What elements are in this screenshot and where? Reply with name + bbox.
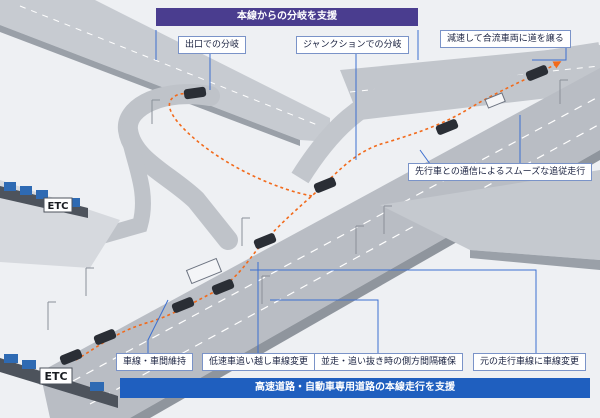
toll-gate-upper: ETC (0, 182, 88, 218)
vehicle-trajectory (75, 61, 562, 361)
overtaking-lane-change-label: 低速車追い越し車線変更 (202, 353, 316, 371)
junction-ramp (291, 42, 600, 184)
return-lane-change-label: 元の走行車線に車線変更 (473, 353, 587, 371)
exit-branch-label: 出口での分岐 (178, 36, 247, 54)
etc-sign-lower: ETC (44, 370, 67, 383)
toll-gate-lower: ETC (0, 354, 118, 408)
lane-keeping-label: 車線・車間維持 (116, 353, 194, 371)
right-merge-road (380, 170, 600, 270)
etc-sign-upper: ETC (48, 201, 69, 212)
branch-support-banner: 本線からの分岐を支援 (156, 8, 418, 26)
cars (59, 65, 549, 365)
yield-to-merging-label: 減速して合流車両に道を譲る (440, 30, 571, 48)
junction-branch-label: ジャンクションでの分岐 (296, 36, 409, 54)
cooperative-following-label: 先行車との通信によるスムーズな追従走行 (408, 163, 593, 181)
street-lamps (47, 79, 568, 330)
upper-overpass (0, 0, 330, 146)
side-clearance-label: 並走・追い抜き時の側方間隔確保 (314, 353, 464, 371)
mainline-driving-support-banner: 高速道路・自動車専用道路の本線走行を支援 (120, 378, 590, 398)
exit-loop-ramp (62, 84, 238, 253)
trucks (185, 92, 506, 285)
